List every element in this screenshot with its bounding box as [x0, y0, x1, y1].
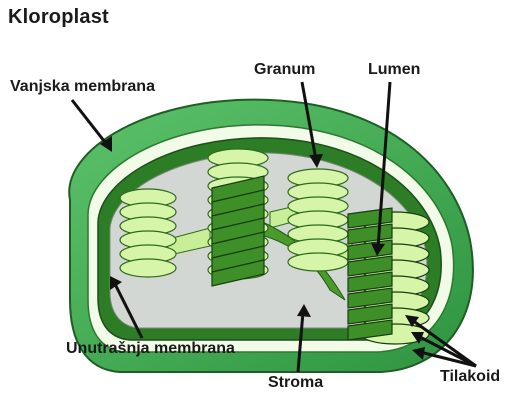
label-thylakoid: Tilakoid: [440, 368, 500, 386]
granum-left: [120, 189, 176, 277]
label-outer-membrane: Vanjska membrana: [10, 78, 155, 96]
diagram-title: Kloroplast: [8, 6, 109, 29]
label-lumen: Lumen: [368, 61, 420, 79]
granum-right-back: [288, 169, 348, 271]
label-inner-membrane: Unutrašnja membrana: [66, 340, 235, 358]
label-granum: Granum: [254, 61, 315, 79]
granum-cut-center: [212, 176, 264, 286]
arrow-outer-membrane: [72, 100, 108, 146]
label-stroma: Stroma: [268, 374, 323, 392]
